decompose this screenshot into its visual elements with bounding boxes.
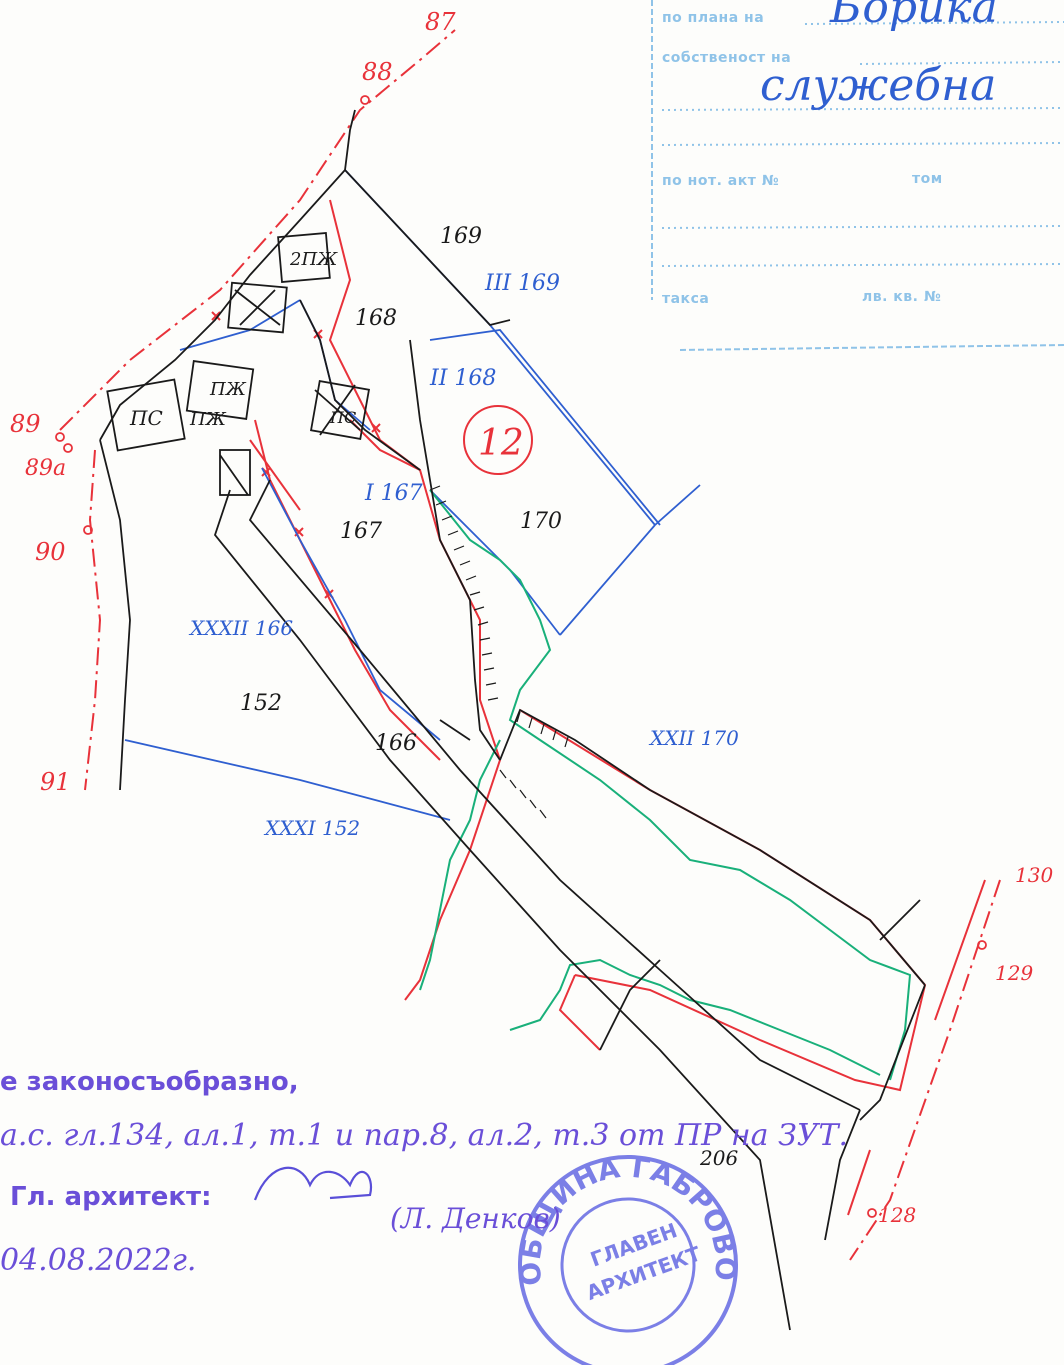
approval-line1: е законосъобразно, bbox=[0, 1067, 299, 1097]
stamp-row4-label: такса bbox=[662, 291, 709, 307]
parcel-168: 168 bbox=[355, 306, 397, 331]
approval-date: 04.08.2022г. bbox=[0, 1243, 196, 1278]
approval-line2: а.с. гл.134, ал.1, т.1 и пар.8, ал.2, т.… bbox=[0, 1118, 848, 1153]
stamp-row3-label: по нот. акт № bbox=[662, 173, 779, 189]
old-plot-xxii-170: XXII 170 bbox=[648, 726, 739, 750]
building-2pj: 2ПЖ bbox=[289, 249, 338, 270]
building-ps-1: ПС bbox=[129, 406, 163, 430]
stamp-row1-label: по плана на bbox=[662, 10, 764, 26]
slope-hatching bbox=[429, 485, 569, 819]
parcel-170: 170 bbox=[520, 509, 562, 534]
point-88: 88 bbox=[362, 58, 393, 86]
point-130: 130 bbox=[1015, 863, 1053, 887]
parcel-167: 167 bbox=[340, 519, 382, 544]
stamp-row2-value: служебна bbox=[760, 60, 996, 111]
stamp-row3-mid: том bbox=[912, 171, 943, 187]
old-plot-iii-169: III 169 bbox=[484, 271, 560, 296]
point-89a: 89а bbox=[25, 456, 66, 481]
stamp-row4-mid: лв. кв. № bbox=[862, 289, 941, 305]
building-ps-2: ПС bbox=[329, 408, 356, 427]
point-91: 91 bbox=[40, 768, 71, 796]
red-regulation-lines bbox=[59, 29, 1001, 1261]
old-plot-i-167: I 167 bbox=[364, 481, 423, 506]
boundary-markers bbox=[211, 311, 381, 599]
old-plot-xxxi-152: XXXI 152 bbox=[263, 816, 360, 840]
building-pj-1: ПЖ bbox=[209, 379, 247, 400]
parcel-152: 152 bbox=[240, 691, 282, 716]
parcel-169: 169 bbox=[440, 224, 482, 249]
parcel-166: 166 bbox=[375, 731, 417, 756]
stamp-row2-label: собственост на bbox=[662, 50, 791, 66]
point-128: 128 bbox=[878, 1203, 916, 1227]
buildings bbox=[106, 232, 371, 496]
block-number-circle: 12 bbox=[463, 405, 533, 475]
building-pj-2: ПЖ bbox=[189, 409, 227, 430]
point-87: 87 bbox=[425, 8, 456, 36]
green-contour-lines bbox=[419, 489, 912, 1081]
block-number: 12 bbox=[478, 423, 524, 464]
ownership-stamp-box: по плана на собственост на по нот. акт №… bbox=[651, 0, 1064, 351]
point-89: 89 bbox=[10, 410, 41, 438]
old-plot-ii-168: II 168 bbox=[429, 366, 496, 391]
point-129: 129 bbox=[995, 961, 1033, 985]
approval-chief-architect-label: Гл. архитект: bbox=[10, 1182, 212, 1212]
parcel-206: 206 bbox=[699, 1146, 738, 1170]
stamp-row1-value: Борика bbox=[829, 0, 998, 33]
old-plot-xxxii-166: XXXII 166 bbox=[188, 616, 293, 640]
black-parcel-boundaries bbox=[99, 109, 926, 1331]
point-90: 90 bbox=[35, 538, 66, 566]
survey-points: 87 88 89 89а 90 91 130 129 128 bbox=[10, 8, 1053, 1227]
architect-signature bbox=[253, 1166, 373, 1201]
approval-architect-name: (Л. Денков) bbox=[390, 1202, 561, 1235]
